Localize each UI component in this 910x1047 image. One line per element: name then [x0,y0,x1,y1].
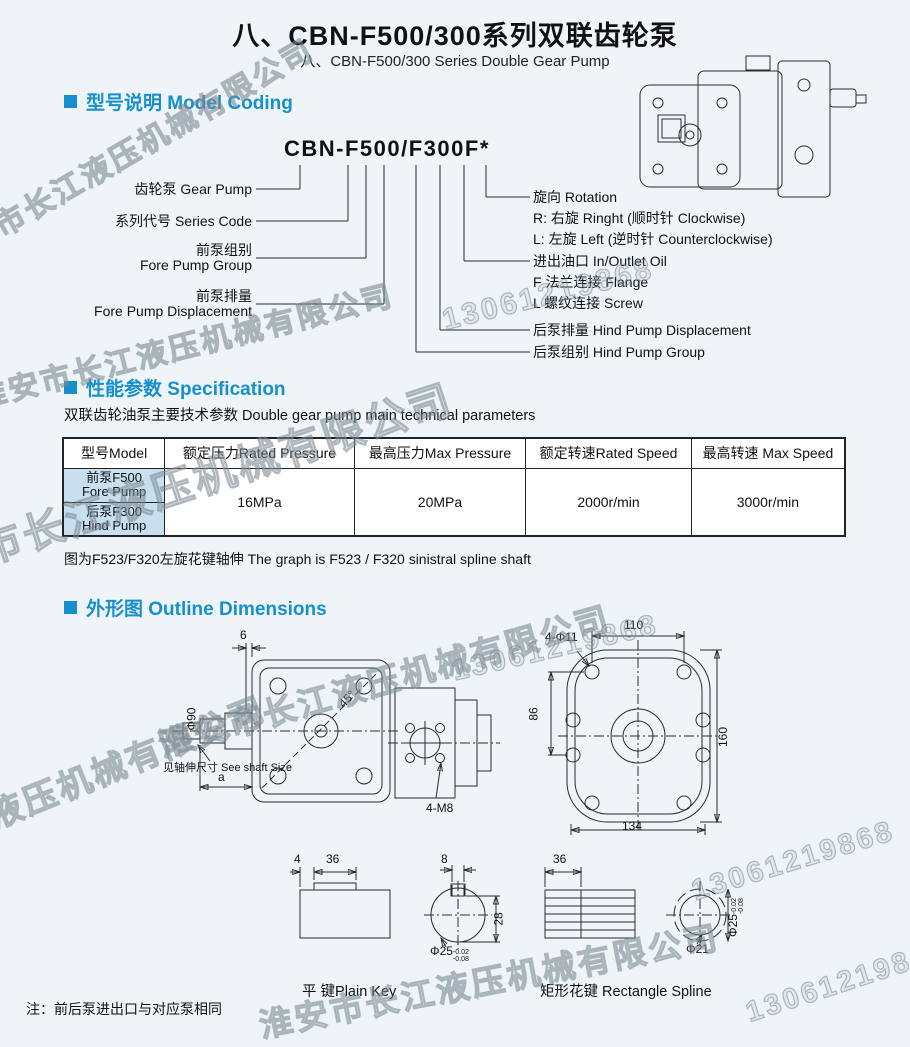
coding-label-series-code: 系列代号 Series Code [115,213,252,229]
spec-table-row-hind: 后泵F300 Hind Pump [62,501,845,537]
dim-160: 160 [716,726,731,748]
dim-spline-phi25-value: Φ25 [725,914,740,937]
spec-table-row-fore: 前泵F500 Fore Pump 16MPa 20MPa 2000r/min 3… [62,467,846,537]
spec-table-header-row: 型号Model 额定压力Rated Pressure 最高压力Max Press… [62,437,846,469]
coding-label-fore-pump-displacement: 前泵排量 Fore Pump Displacement [94,288,252,319]
spec-cell-max-pressure: 20MPa [353,467,527,537]
spec-header-model: 型号Model [62,437,166,469]
section-specification-title: 性能参数 Specification [86,379,286,400]
drawing-plain-key [290,867,391,939]
spec-cell-fore-pump: 前泵F500 Fore Pump [62,467,166,503]
drawing-spline-shaft [544,867,636,939]
caption-rectangle-spline: 矩形花键 Rectangle Spline [540,984,712,1000]
drawing-rear-view [388,687,500,799]
pump-photo-drawing [639,55,867,198]
section-model-coding-title: 型号说明 Model Coding [86,93,293,114]
caption-plain-key: 平 键Plain Key [302,984,397,1000]
coding-label-gear-pump: 齿轮泵 Gear Pump [134,181,252,197]
dim-key-8: 8 [441,852,448,866]
dim-4-m8: 4-M8 [426,801,454,815]
spec-cell-rated-speed: 2000r/min [525,467,692,537]
dim-spline-phi25: Φ25-0.02-0.08 [726,898,745,937]
spec-cell-rated-pressure: 16MPa [164,467,355,537]
dim-6: 6 [240,628,247,642]
spec-intro: 双联齿轮油泵主要技术参数 Double gear pump main techn… [64,408,536,424]
coding-label-rotation-right: R: 右旋 Ringht (顺时针 Clockwise) [533,210,746,226]
section-bullet-icon [64,95,77,108]
page-title: 八、CBN-F500/300系列双联齿轮泵 [232,21,678,51]
coding-label-hind-pump-group: 后泵组别 Hind Pump Group [533,344,705,360]
section-bullet-icon [64,601,77,614]
coding-label-rotation-left: L: 左旋 Left (逆时针 Counterclockwise) [533,231,773,247]
dim-see-shaft-size: 见轴伸尺寸 See shaft Size [163,762,292,774]
dim-spline-phi25-tolerance: -0.02-0.08 [730,898,745,915]
catalog-page: { "header": { "title_cn": "八、CBN-F500/30… [0,21,910,1045]
spec-cell-max-speed: 3000r/min [690,467,846,537]
dim-86: 86 [526,707,541,721]
footer-note: 注：前后泵进出口与对应泵相同 [26,1001,222,1017]
dim-key-4: 4 [294,852,301,866]
drawing-flange-view [548,631,722,835]
dim-4-phi11: 4-Φ11 [545,630,578,644]
coding-label-inlet-outlet: 进出油口 In/Outlet Oil [533,253,667,269]
dim-key-28: 28 [491,912,506,926]
model-coding-connector-lines [256,165,530,353]
dim-spline-36: 36 [553,852,567,866]
section-outline-title: 外形图 Outline Dimensions [86,599,327,620]
drawing-side-view [172,643,398,803]
section-model-coding: 型号说明 Model Coding [64,88,293,115]
dim-110: 110 [624,618,644,632]
model-code: CBN-F500/F300F* [284,136,490,161]
spec-note: 图为F523/F320左旋花键轴伸 The graph is F523 / F3… [64,551,531,567]
coding-label-screw: L 螺纹连接 Screw [533,295,643,311]
section-outline: 外形图 Outline Dimensions [64,594,327,621]
section-specification: 性能参数 Specification [64,374,286,401]
dim-key-phi25-value: Φ25 [430,944,453,958]
dim-spline-phi21: Φ21 [686,942,709,956]
dim-134: 134 [622,819,643,833]
spec-header-rated-speed: 额定转速Rated Speed [525,437,692,469]
spec-header-max-pressure: 最高压力Max Pressure [353,437,527,469]
dim-key-36: 36 [326,852,340,866]
outline-drawings [172,631,734,949]
page-subtitle: 八、CBN-F500/300 Series Double Gear Pump [300,53,610,70]
drawing-spline-section [666,881,734,949]
dim-phi90: Φ90 [184,707,199,731]
spec-header-rated-pressure: 额定压力Rated Pressure [164,437,355,469]
coding-label-rotation: 旋向 Rotation [533,189,618,205]
dim-key-phi25: Φ25-0.02-0.08 [430,944,469,963]
pump-photo [639,55,867,198]
coding-label-hind-pump-displacement: 后泵排量 Hind Pump Displacement [533,322,751,338]
drawing-key-section [424,865,500,949]
coding-label-flange: F 法兰连接 Flange [533,274,649,290]
spec-table: 型号Model 额定压力Rated Pressure 最高压力Max Press… [62,437,846,537]
dim-a: a [218,770,225,784]
section-bullet-icon [64,381,77,394]
spec-cell-hind-pump: 后泵F300 Hind Pump [62,501,166,537]
dim-key-phi25-tolerance: -0.02-0.08 [452,949,469,963]
coding-label-fore-pump-group: 前泵组别 Fore Pump Group [139,242,252,273]
spec-header-max-speed: 最高转速 Max Speed [690,437,846,469]
